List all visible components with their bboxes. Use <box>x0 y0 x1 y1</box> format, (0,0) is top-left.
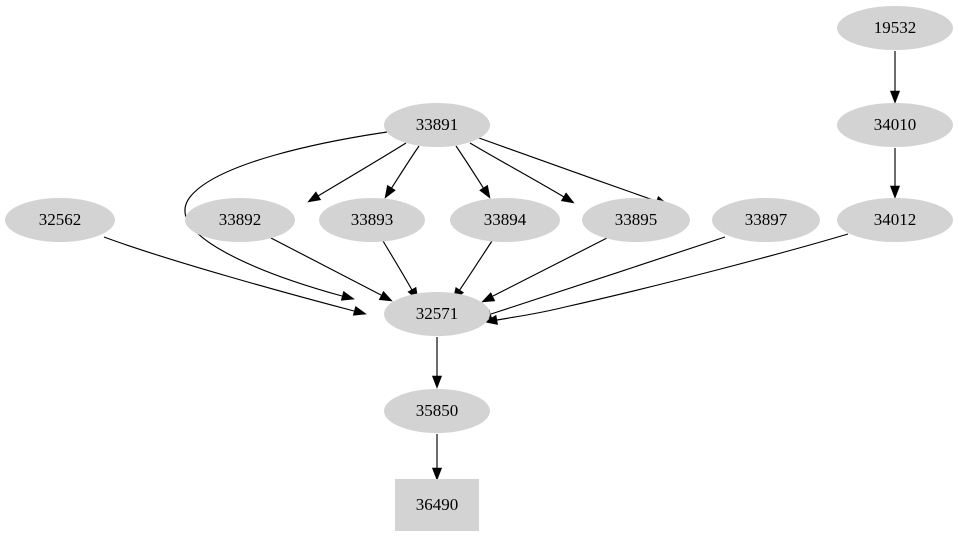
graph-edge <box>889 51 901 104</box>
edge-line <box>469 142 565 198</box>
graph-edge <box>270 237 393 302</box>
node-ellipse-shape[interactable] <box>837 6 953 50</box>
graph-edge <box>484 233 849 325</box>
node-ellipse-shape[interactable] <box>384 389 490 433</box>
node-ellipse-shape[interactable] <box>582 198 690 242</box>
arrowhead-icon <box>384 184 396 199</box>
graph-edge <box>452 240 493 301</box>
arrowhead-icon <box>431 375 443 389</box>
arrowhead-icon <box>378 290 393 302</box>
arrowhead-icon <box>560 192 575 204</box>
graph-node[interactable]: 34012 <box>837 198 953 242</box>
arrowhead-icon <box>340 290 355 301</box>
node-ellipse-shape[interactable] <box>5 198 115 242</box>
arrowhead-icon <box>307 191 322 203</box>
graph-edge <box>455 145 491 199</box>
arrowhead-icon <box>431 467 443 481</box>
graph-edge <box>431 434 443 481</box>
edge-line <box>496 233 849 321</box>
edge-line <box>492 237 608 297</box>
arrowhead-icon <box>481 292 496 303</box>
graph-node[interactable]: 33892 <box>185 198 295 242</box>
edge-line <box>455 145 485 190</box>
graph-edge <box>481 237 608 303</box>
arrowhead-icon <box>479 184 491 199</box>
edge-line <box>103 236 355 312</box>
edge-line <box>270 237 382 296</box>
graph-node[interactable]: 33895 <box>582 198 690 242</box>
graph-node[interactable]: 33897 <box>712 198 820 242</box>
graph-node[interactable]: 19532 <box>837 6 953 50</box>
graph-edge <box>382 240 419 301</box>
graph-edge <box>184 131 388 301</box>
graph-edge <box>478 236 726 319</box>
edge-line <box>490 236 726 315</box>
arrowhead-icon <box>889 185 901 199</box>
graph-edge <box>103 236 367 316</box>
graph-edge <box>469 142 575 204</box>
node-ellipse-shape[interactable] <box>712 198 820 242</box>
node-ellipse-shape[interactable] <box>450 198 560 242</box>
edge-line <box>382 240 413 291</box>
edges-layer <box>103 51 901 481</box>
node-ellipse-shape[interactable] <box>185 198 295 242</box>
graph-node[interactable]: 32571 <box>384 292 490 336</box>
edge-line <box>458 240 493 292</box>
node-ellipse-shape[interactable] <box>319 198 425 242</box>
graph-node[interactable]: 36490 <box>395 479 479 531</box>
nodes-layer: 19532 34010 34012 33891 32562 33892 33893 33894… <box>5 6 953 531</box>
arrowhead-icon <box>889 90 901 104</box>
graph-edge <box>307 142 407 203</box>
graph-node[interactable]: 33891 <box>384 103 490 147</box>
edge-line <box>317 142 407 197</box>
graph-node[interactable]: 33893 <box>319 198 425 242</box>
graph-node[interactable]: 34010 <box>837 103 953 147</box>
node-ellipse-shape[interactable] <box>384 103 490 147</box>
arrowhead-icon <box>484 314 498 325</box>
graph-edge <box>384 145 420 199</box>
graph-node[interactable]: 32562 <box>5 198 115 242</box>
node-ellipse-shape[interactable] <box>837 198 953 242</box>
node-ellipse-shape[interactable] <box>837 103 953 147</box>
graph-edge <box>431 337 443 389</box>
node-box-shape[interactable] <box>395 479 479 531</box>
graph-node[interactable]: 35850 <box>384 389 490 433</box>
graph-node[interactable]: 33894 <box>450 198 560 242</box>
graph-edge <box>889 148 901 199</box>
edge-line <box>390 145 420 190</box>
edge-line <box>478 137 657 202</box>
edge-line <box>184 131 388 297</box>
node-ellipse-shape[interactable] <box>384 292 490 336</box>
arrowhead-icon <box>352 305 367 316</box>
